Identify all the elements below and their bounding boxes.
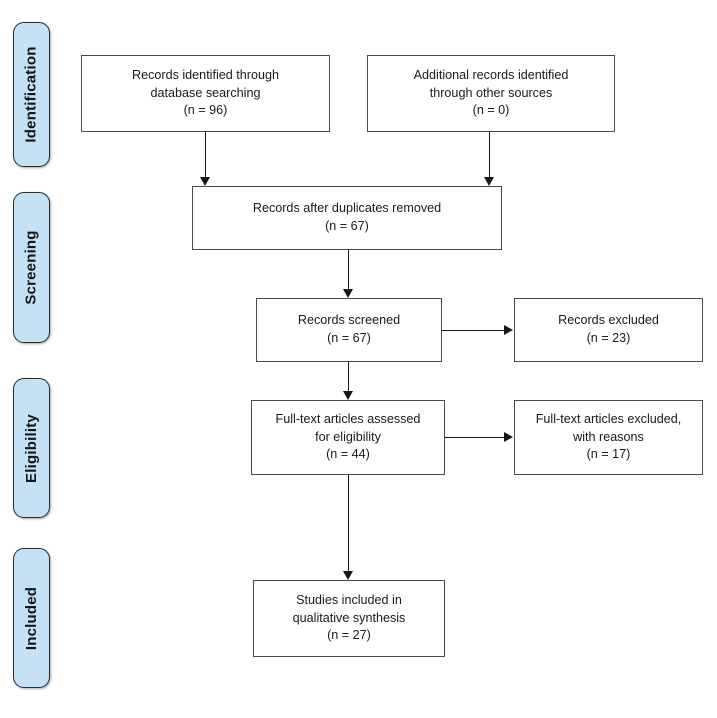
stage-tab-screening: Screening [13, 192, 50, 343]
connector-identified-to-duplicates [205, 132, 206, 177]
box-after-duplicates-text: Records after duplicates removed (n = 67… [252, 201, 442, 233]
arrowhead-identified-to-duplicates [199, 177, 210, 186]
arrowhead-fulltext-to-excluded [504, 431, 513, 442]
box-records-excluded-text: Records excluded (n = 23) [558, 313, 659, 345]
connector-screened-to-fulltext [348, 362, 349, 391]
stage-tab-eligibility-label: Eligibility [23, 413, 40, 483]
box-additional-records-text: Additional records identified through ot… [413, 67, 569, 118]
arrowhead-screened-to-excluded [504, 324, 513, 335]
box-studies-included: Studies included in qualitative synthesi… [253, 580, 445, 657]
connector-additional-to-duplicates [489, 132, 490, 177]
stage-tab-identification-label: Identification [23, 46, 41, 143]
box-studies-included-text: Studies included in qualitative synthesi… [292, 592, 406, 643]
stage-tab-eligibility: Eligibility [13, 378, 50, 518]
connector-fulltext-to-studies [348, 475, 349, 571]
stage-tab-included: Included [13, 548, 50, 688]
arrowhead-fulltext-to-studies [342, 571, 353, 580]
box-additional-records: Additional records identified through ot… [367, 55, 615, 132]
box-fulltext-excluded-text: Full-text articles excluded, with reason… [535, 411, 682, 462]
stage-tab-identification: Identification [13, 22, 50, 167]
box-fulltext-excluded: Full-text articles excluded, with reason… [514, 400, 703, 475]
arrowhead-screened-to-fulltext [342, 391, 353, 400]
connector-fulltext-to-excluded [445, 437, 504, 438]
connector-duplicates-to-screened [348, 250, 349, 289]
box-fulltext-assessed-text: Full-text articles assessed for eligibil… [275, 411, 421, 462]
box-records-screened: Records screened (n = 67) [256, 298, 442, 362]
box-records-identified: Records identified through database sear… [81, 55, 330, 132]
box-records-screened-text: Records screened (n = 67) [297, 313, 401, 345]
arrowhead-duplicates-to-screened [342, 289, 353, 298]
connector-screened-to-excluded [442, 330, 504, 331]
box-records-identified-text: Records identified through database sear… [131, 67, 280, 118]
box-fulltext-assessed: Full-text articles assessed for eligibil… [251, 400, 445, 475]
arrowhead-additional-to-duplicates [483, 177, 494, 186]
box-records-excluded: Records excluded (n = 23) [514, 298, 703, 362]
stage-tab-included-label: Included [23, 586, 40, 650]
box-after-duplicates: Records after duplicates removed (n = 67… [192, 186, 502, 250]
stage-tab-screening-label: Screening [23, 230, 41, 305]
